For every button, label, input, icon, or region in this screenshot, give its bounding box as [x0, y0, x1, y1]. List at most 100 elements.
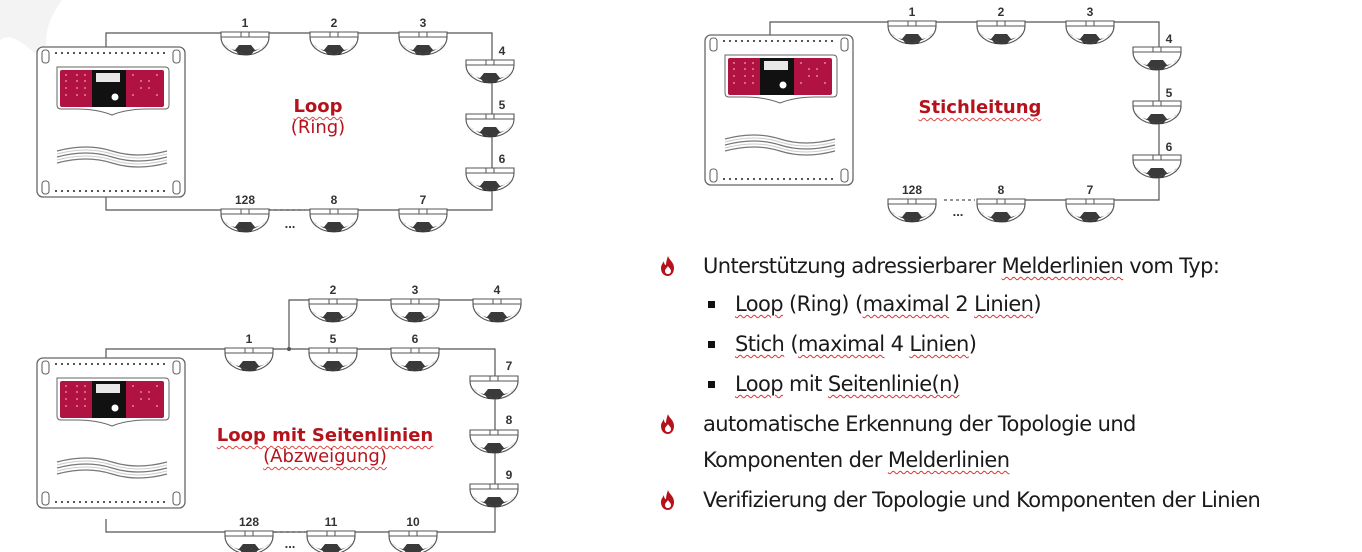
sub-item-text: maximal — [797, 332, 885, 356]
sub-item-text: Linien — [909, 332, 969, 356]
detector-icon — [1065, 20, 1115, 45]
fire-alarm-panel — [36, 357, 186, 509]
detector-number: 2 — [998, 5, 1005, 19]
detector-number: 4 — [499, 44, 506, 58]
detector-icon — [224, 347, 274, 372]
loop-title-block: Loop (Ring) — [248, 96, 388, 138]
detector-icon — [976, 20, 1026, 45]
ellipsis-label: ... — [953, 204, 964, 219]
detector-icon — [887, 20, 937, 45]
sub-item-text: Stich — [735, 332, 785, 356]
loop-title: Loop — [293, 96, 343, 117]
detector-icon — [1132, 100, 1182, 125]
detector-icon — [390, 298, 440, 323]
detector-icon — [308, 298, 358, 323]
branch-title-block: Loop mit Seitenlinien (Abzweigung) — [195, 425, 455, 467]
detector-number: 7 — [506, 359, 513, 373]
detector-number: 3 — [420, 16, 427, 30]
feature-text-3: Verifizierung der Topologie und Komponen… — [703, 488, 1261, 512]
detector-icon — [306, 530, 356, 552]
sub-item-loop: Loop (Ring) (maximal 2 Linien) — [655, 284, 1355, 324]
detector-number: 11 — [325, 515, 338, 529]
feature-item: Verifizierung der Topologie und Komponen… — [655, 482, 1355, 518]
detector-icon — [469, 375, 519, 400]
detector-number: 1 — [242, 16, 249, 30]
feature-text-2c: Melderlinien — [887, 448, 1010, 472]
sub-item-text: maximal — [862, 292, 950, 316]
sub-item-text: ( — [784, 332, 798, 356]
sub-item-loop-branch: Loop mit Seitenlinie(n) — [655, 364, 1355, 404]
sub-item-text: Linien — [974, 292, 1034, 316]
ellipsis-label: ... — [285, 536, 296, 551]
detector-number: 8 — [331, 193, 338, 207]
detector-number: 3 — [412, 283, 419, 297]
flame-icon — [661, 256, 674, 276]
detector-icon — [1132, 46, 1182, 71]
detector-number: 8 — [998, 183, 1005, 197]
junction-dot — [287, 347, 291, 351]
detector-number: 10 — [406, 515, 420, 529]
fire-alarm-panel — [36, 46, 186, 198]
detector-number: 8 — [506, 413, 513, 427]
detector-number: 2 — [331, 16, 338, 30]
detector-number: 6 — [499, 152, 506, 166]
detector-icon — [398, 208, 448, 233]
detector-number: 2 — [330, 283, 337, 297]
detector-number: 9 — [506, 468, 513, 482]
detector-number: 3 — [1087, 5, 1094, 19]
detector-number: 4 — [1166, 32, 1173, 46]
square-bullet-icon — [708, 301, 715, 308]
branch-subtitle: (Abzweigung) — [263, 446, 387, 467]
detector-icon — [472, 298, 522, 323]
sub-item-text: ) — [1033, 292, 1041, 316]
detector-icon — [398, 31, 448, 56]
detector-icon — [390, 347, 440, 372]
detector-number: 1 — [909, 5, 916, 19]
detector-number: 4 — [494, 283, 501, 297]
detector-number: 5 — [499, 98, 506, 112]
square-bullet-icon — [708, 341, 715, 348]
detector-number: 6 — [412, 332, 419, 346]
feature-item: Unterstützung adressierbarer Melderlinie… — [655, 248, 1355, 284]
detector-icon — [465, 59, 515, 84]
flame-icon — [661, 490, 674, 510]
detector-number: 128 — [235, 193, 255, 207]
detector-icon — [465, 113, 515, 138]
stich-title: Stichleitung — [918, 97, 1042, 118]
stich-title-block: Stichleitung — [900, 97, 1060, 118]
detector-number: 128 — [239, 515, 259, 529]
feature-text-1b: Melderlinien — [1001, 254, 1124, 278]
detector-number: 128 — [902, 183, 922, 197]
sub-item-text: Seitenlinie(n) — [827, 372, 960, 396]
detector-icon — [220, 31, 270, 56]
detector-icon — [309, 31, 359, 56]
detector-icon — [976, 198, 1026, 223]
detector-icon — [469, 483, 519, 508]
feature-text-2a: automatische Erkennung der Topologie und — [703, 412, 1136, 436]
sub-item-text: (Ring) ( — [782, 292, 863, 316]
sub-item-text: Loop — [735, 292, 784, 316]
flame-icon — [661, 414, 674, 434]
detector-icon — [220, 208, 270, 233]
branch-title: Loop mit Seitenlinien — [216, 425, 434, 446]
detector-icon — [309, 208, 359, 233]
detector-icon — [1065, 198, 1115, 223]
sub-item-text: ) — [968, 332, 977, 356]
detector-number: 1 — [246, 332, 253, 346]
ellipsis-label: ... — [285, 216, 296, 231]
detector-icon — [465, 167, 515, 192]
detector-number: 7 — [420, 193, 427, 207]
detector-number: 6 — [1166, 140, 1173, 154]
sub-item-text: Loop — [735, 372, 784, 396]
sub-item-stich: Stich (maximal 4 Linien) — [655, 324, 1355, 364]
detector-icon — [224, 530, 274, 552]
feature-item: automatische Erkennung der Topologie und… — [655, 406, 1355, 478]
feature-text-1c: vom Typ: — [1123, 254, 1220, 278]
sub-item-text: 4 — [884, 332, 910, 356]
feature-text-2b: Komponenten der — [703, 448, 888, 472]
sub-item-text: 2 — [949, 292, 975, 316]
sub-item-text: mit — [782, 372, 828, 396]
detector-icon — [469, 429, 519, 454]
